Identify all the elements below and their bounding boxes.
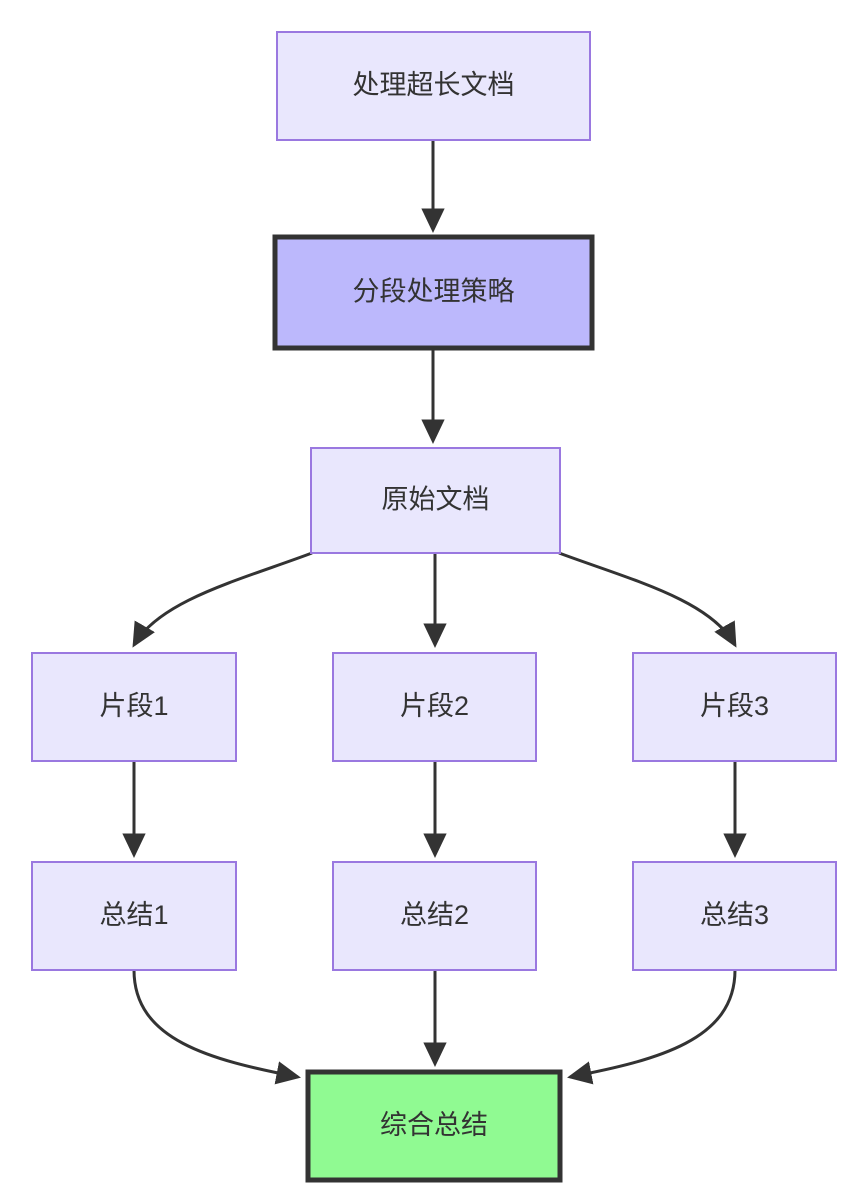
node-label-n4: 片段1 xyxy=(99,691,168,721)
edges-layer xyxy=(122,140,747,1085)
node-box-n8 xyxy=(332,861,537,971)
node-box-n5 xyxy=(332,652,537,762)
flow-node-n9[interactable]: 总结3 xyxy=(632,861,837,971)
flow-edge-n9-to-n10 xyxy=(567,969,737,1085)
node-box-n9 xyxy=(632,861,837,971)
node-label-n10: 综合总结 xyxy=(380,1110,488,1140)
flow-node-n8[interactable]: 总结2 xyxy=(332,861,537,971)
flow-node-n7[interactable]: 总结1 xyxy=(31,861,237,971)
node-box-n3 xyxy=(310,447,561,554)
flow-node-n10[interactable]: 综合总结 xyxy=(305,1069,563,1183)
node-label-n6: 片段3 xyxy=(700,691,769,721)
flow-node-n5[interactable]: 片段2 xyxy=(332,652,537,762)
flow-node-n1[interactable]: 处理超长文档 xyxy=(276,31,591,141)
node-box-n10 xyxy=(305,1069,563,1183)
node-label-n8: 总结2 xyxy=(400,900,469,930)
flow-edge-n3-to-n6 xyxy=(558,551,737,648)
flow-node-n2[interactable]: 分段处理策略 xyxy=(272,234,595,351)
flow-node-n4[interactable]: 片段1 xyxy=(31,652,237,762)
flow-edge-n3-to-n4 xyxy=(132,551,313,648)
node-box-n2 xyxy=(272,234,595,351)
node-label-n1: 处理超长文档 xyxy=(353,70,515,100)
node-label-n2: 分段处理策略 xyxy=(353,277,515,307)
node-label-n3: 原始文档 xyxy=(382,485,490,515)
node-label-n7: 总结1 xyxy=(99,900,168,930)
node-box-n1 xyxy=(276,31,591,141)
node-box-n4 xyxy=(31,652,237,762)
node-label-n5: 片段2 xyxy=(400,691,469,721)
flow-node-n3[interactable]: 原始文档 xyxy=(310,447,561,554)
flow-node-n6[interactable]: 片段3 xyxy=(632,652,837,762)
node-label-n9: 总结3 xyxy=(700,900,769,930)
flow-edge-n7-to-n10 xyxy=(132,969,301,1085)
node-box-n7 xyxy=(31,861,237,971)
node-box-n6 xyxy=(632,652,837,762)
